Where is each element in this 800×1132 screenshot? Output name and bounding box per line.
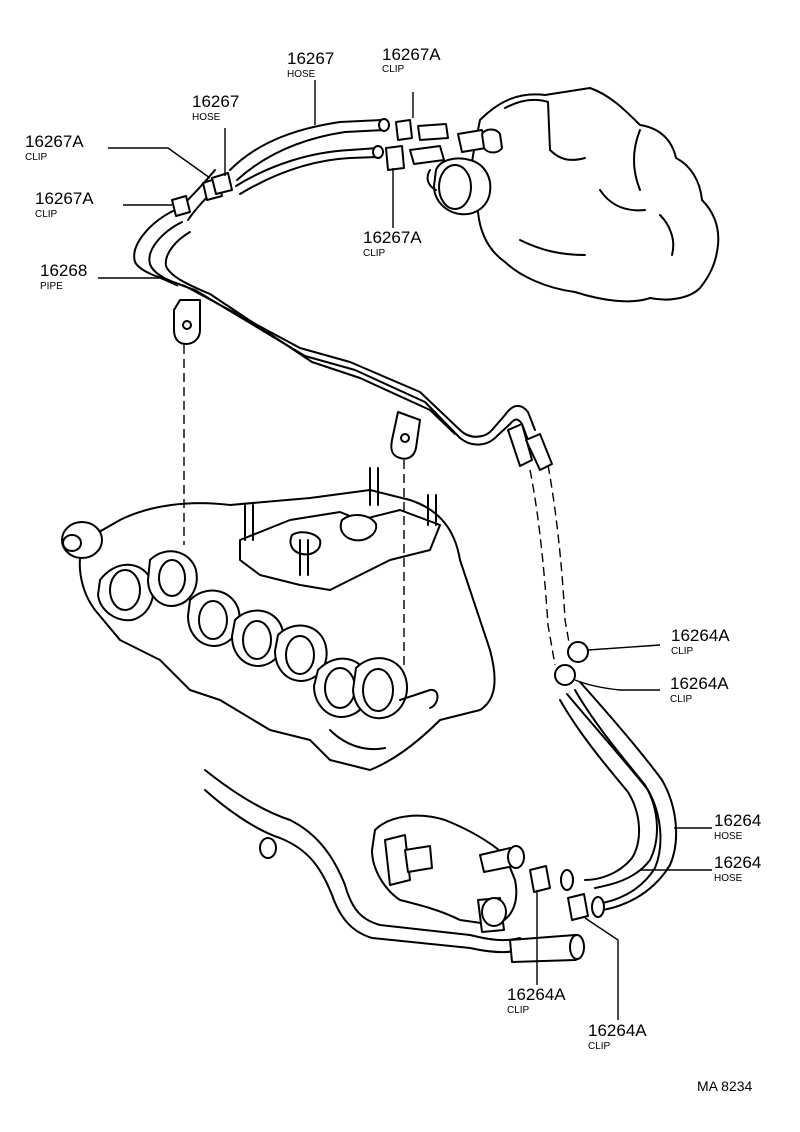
hose-16267-upper — [229, 118, 390, 195]
callout-description: CLIP — [507, 1005, 530, 1016]
callout-part-number: 16267A — [35, 189, 94, 208]
callout-description: HOSE — [192, 112, 221, 123]
callout-hose-16264-lower: 16264 HOSE — [714, 853, 761, 884]
callout-hose-16267-mid: 16267 HOSE — [192, 92, 239, 123]
callout-part-number: 16264A — [671, 626, 730, 645]
throttle-body-drawing — [409, 87, 720, 303]
callout-description: CLIP — [671, 646, 694, 657]
callout-hose-16264-upper: 16264 HOSE — [714, 811, 761, 842]
callout-part-number: 16264A — [588, 1021, 647, 1040]
callout-description: HOSE — [714, 873, 743, 884]
callout-part-number: 16264A — [670, 674, 729, 693]
assembly-lines — [183, 345, 571, 670]
intake-manifold-drawing — [61, 467, 496, 771]
callout-description: HOSE — [714, 831, 743, 842]
water-pipe-drawing — [204, 769, 585, 963]
pipe-bracket-right — [390, 411, 421, 460]
callout-part-number: 16267A — [382, 45, 441, 64]
callout-clip-16267A-left-1: 16267A CLIP — [25, 132, 84, 163]
callout-description: CLIP — [363, 248, 386, 259]
callout-description: CLIP — [588, 1041, 611, 1052]
callout-part-number: 16267 — [192, 92, 239, 111]
pipe-hose-ends — [507, 423, 553, 471]
callout-clip-16264A-bottom-2: 16264A CLIP — [588, 1021, 647, 1052]
callout-description: CLIP — [382, 64, 405, 75]
callout-description: PIPE — [40, 281, 63, 292]
callout-part-number: 16268 — [40, 261, 87, 280]
reference-code: MA 8234 — [697, 1078, 752, 1094]
callout-part-number: 16267A — [25, 132, 84, 151]
callout-description: HOSE — [287, 69, 316, 80]
clips-16264A — [529, 641, 589, 921]
callout-description: CLIP — [25, 152, 48, 163]
callout-clip-16264A-right-2: 16264A CLIP — [670, 674, 729, 705]
leader-lines — [98, 80, 712, 1020]
vacuum-pipe-16268 — [133, 169, 536, 446]
callout-clip-16267A-below: 16267A CLIP — [363, 228, 422, 259]
callout-part-number: 16264 — [714, 811, 761, 830]
callout-clip-16264A-right-1: 16264A CLIP — [671, 626, 730, 657]
hose-16264-pair — [559, 681, 678, 918]
callout-description: CLIP — [670, 694, 693, 705]
callout-part-number: 16264A — [507, 985, 566, 1004]
callout-part-number: 16267 — [287, 49, 334, 68]
callout-clip-16267A-left-2: 16267A CLIP — [35, 189, 94, 220]
callout-part-number: 16264 — [714, 853, 761, 872]
pipe-bracket-left — [173, 299, 201, 345]
callout-hose-16267-top: 16267 HOSE — [287, 49, 334, 80]
callout-part-number: 16267A — [363, 228, 422, 247]
clips-16267A — [171, 119, 413, 217]
callout-description: CLIP — [35, 209, 58, 220]
callout-clip-16264A-bottom-1: 16264A CLIP — [507, 985, 566, 1016]
callout-clip-16267A-top: 16267A CLIP — [382, 45, 441, 75]
callout-pipe-16268: 16268 PIPE — [40, 261, 87, 292]
